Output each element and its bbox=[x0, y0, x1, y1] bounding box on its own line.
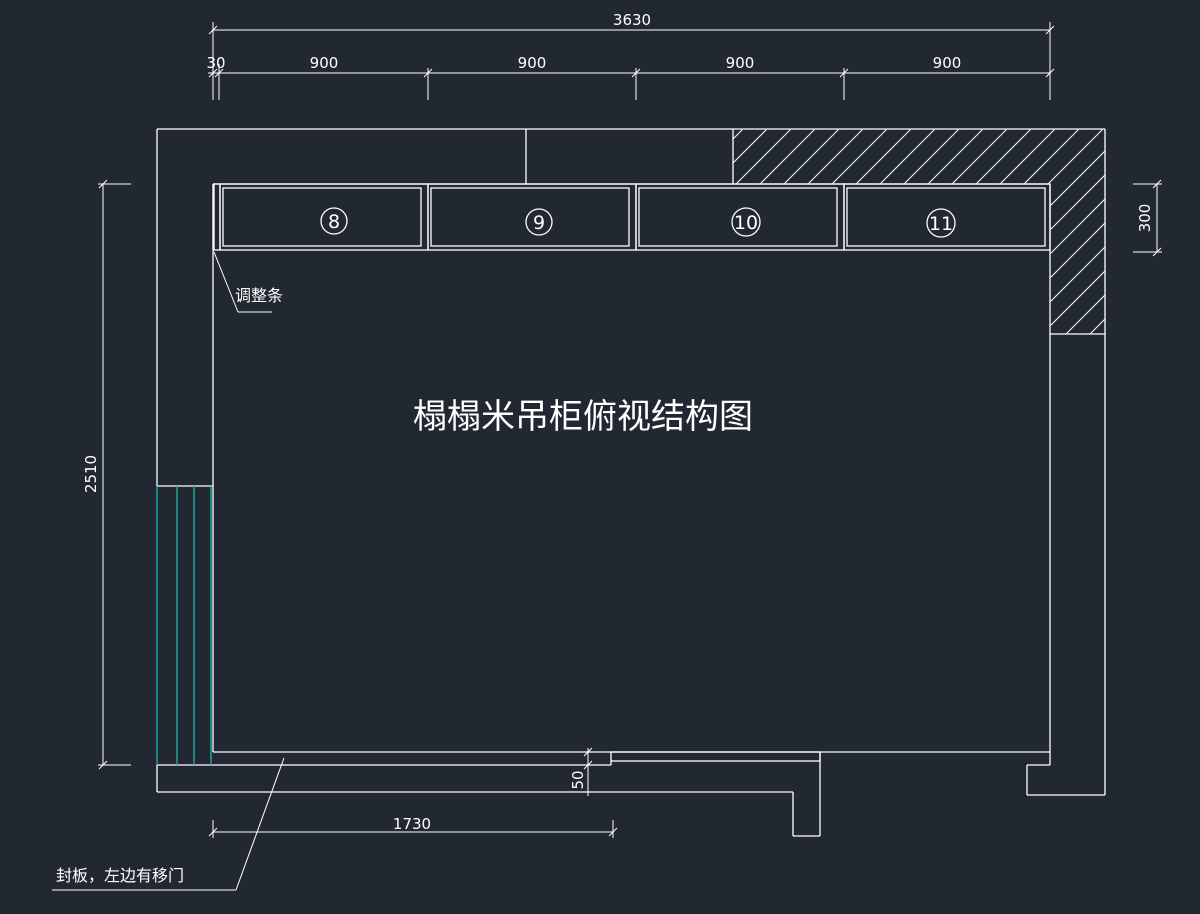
adjust-strip-label: 调整条 bbox=[235, 286, 283, 305]
top-dimensions: 3630 30 900 900 900 900 bbox=[206, 11, 1055, 100]
hatch-line bbox=[847, 129, 1105, 334]
hatch-line bbox=[967, 129, 1105, 334]
hatch-line bbox=[1039, 129, 1105, 334]
gap-dimension: 50 bbox=[569, 747, 594, 796]
bottom-length-dimension: 1730 bbox=[208, 815, 618, 838]
hatch-line bbox=[733, 129, 749, 334]
cabinet-9: 9 bbox=[427, 183, 637, 251]
hatch-line bbox=[1063, 129, 1105, 334]
hatch-line bbox=[871, 129, 1105, 334]
cabinet-number: 11 bbox=[929, 213, 953, 235]
hatch-line bbox=[733, 129, 893, 334]
dim-seg-2: 900 bbox=[518, 54, 547, 72]
hatch-line bbox=[733, 129, 941, 334]
dim-depth: 300 bbox=[1136, 204, 1154, 233]
hatch-line bbox=[991, 129, 1105, 334]
hatched-wall bbox=[440, 100, 1200, 360]
hatch-line bbox=[1160, 100, 1200, 360]
seal-board-annotation: 封板，左边有移门 bbox=[52, 757, 285, 891]
right-depth-dimension: 300 bbox=[1133, 179, 1162, 257]
dim-seg-1: 900 bbox=[310, 54, 339, 72]
left-height-dimension: 2510 bbox=[82, 179, 131, 770]
hatch-line bbox=[464, 100, 724, 360]
cabinet-number: 8 bbox=[328, 211, 340, 233]
cabinet-8: 8 bbox=[219, 183, 429, 251]
hatch-line bbox=[733, 129, 821, 334]
cabinet-10: 10 bbox=[635, 183, 845, 251]
hatch-line bbox=[775, 129, 1037, 334]
seal-board-label: 封板，左边有移门 bbox=[56, 866, 184, 885]
dim-seg-3: 900 bbox=[726, 54, 755, 72]
page-title: 榻榻米吊柜俯视结构图 bbox=[413, 397, 753, 437]
hatch-line bbox=[1184, 100, 1200, 360]
adjust-strip-annotation: 调整条 bbox=[213, 251, 283, 313]
dim-seg-left: 30 bbox=[206, 54, 225, 72]
hatch-line bbox=[440, 100, 700, 360]
cabinet-11: 11 bbox=[843, 183, 1051, 251]
hatch-line bbox=[733, 129, 917, 334]
sliding-door-lines bbox=[156, 486, 212, 765]
hatch-line bbox=[1112, 100, 1200, 360]
dim-total-width: 3630 bbox=[613, 11, 651, 29]
hatch-line bbox=[943, 129, 1105, 334]
cabinet-number: 9 bbox=[533, 212, 545, 234]
room-walls bbox=[156, 128, 1106, 837]
dim-height: 2510 bbox=[82, 455, 100, 493]
dim-seg-4: 900 bbox=[933, 54, 962, 72]
adjust-strip bbox=[213, 183, 221, 251]
hatch-line bbox=[733, 129, 797, 334]
dim-bottom-length: 1730 bbox=[393, 815, 431, 833]
hatch-line bbox=[751, 129, 1013, 334]
cabinet-number: 10 bbox=[734, 212, 758, 234]
hatch-line bbox=[733, 129, 845, 334]
dim-gap: 50 bbox=[569, 770, 587, 789]
hatch-line bbox=[1015, 129, 1105, 334]
